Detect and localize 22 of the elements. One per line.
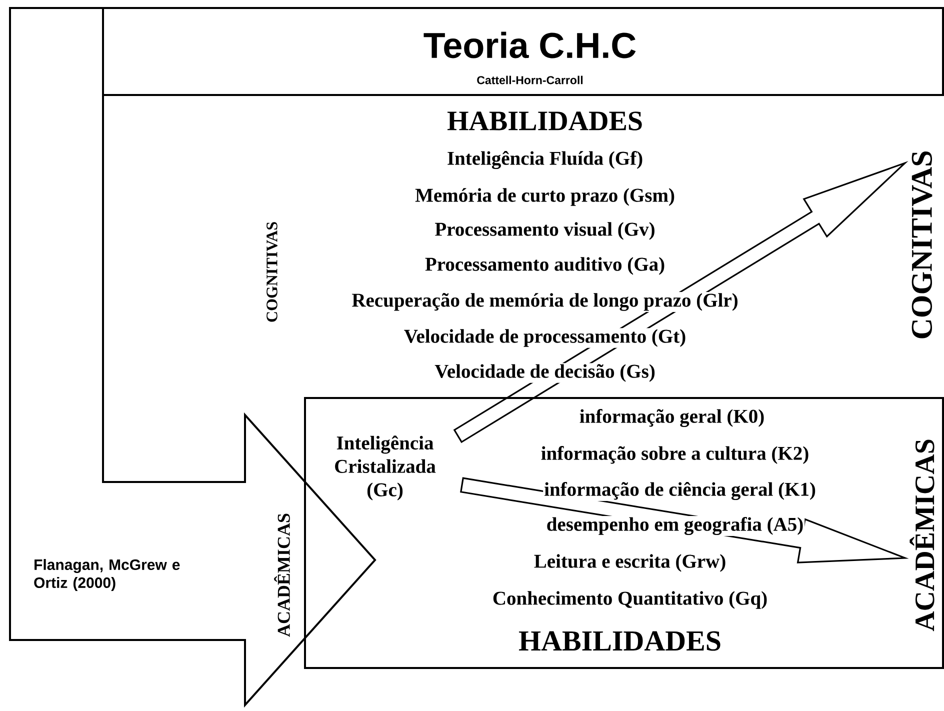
vertical-text: COGNITIVAS <box>912 152 932 338</box>
ability-text: Velocidade de decisão (Gs) <box>434 363 656 383</box>
heading: HABILIDADES <box>517 630 723 652</box>
vertical-text: ACADÊMICAS <box>910 440 934 632</box>
ability-text: Inteligência Cristalizada (Gc) <box>335 436 436 500</box>
ability-text: Memória de curto prazo (Gsm) <box>414 187 676 207</box>
ability-text: Leitura e escrita (Grw) <box>532 553 728 573</box>
ability-text: Processamento auditivo (Ga) <box>424 256 666 276</box>
ability-text: Processamento visual (Gv) <box>434 221 656 241</box>
ability-text: Inteligência Fluída (Gf) <box>446 150 644 170</box>
ability-text: Recuperação de memória de longo prazo (Glr) <box>350 292 740 312</box>
vertical-text: ACADÊMICAS <box>274 514 290 637</box>
abilities-box <box>304 397 944 669</box>
ability-text: informação geral (K0) <box>578 408 766 428</box>
ability-text: informação de ciência geral (K1) <box>543 480 817 502</box>
title-box: Teoria C.H.C Cattell-Horn-Carroll <box>102 7 944 96</box>
ability-text: Conhecimento Quantitativo (Gq) <box>491 590 769 610</box>
ability-text: desempenho em geografia (A5) <box>545 516 805 536</box>
ability-text: Velocidade de processamento (Gt) <box>402 328 688 348</box>
ability-text: informação sobre a cultura (K2) <box>540 445 810 465</box>
heading: HABILIDADES <box>446 110 644 132</box>
vertical-text: COGNITIVAS <box>266 222 278 322</box>
